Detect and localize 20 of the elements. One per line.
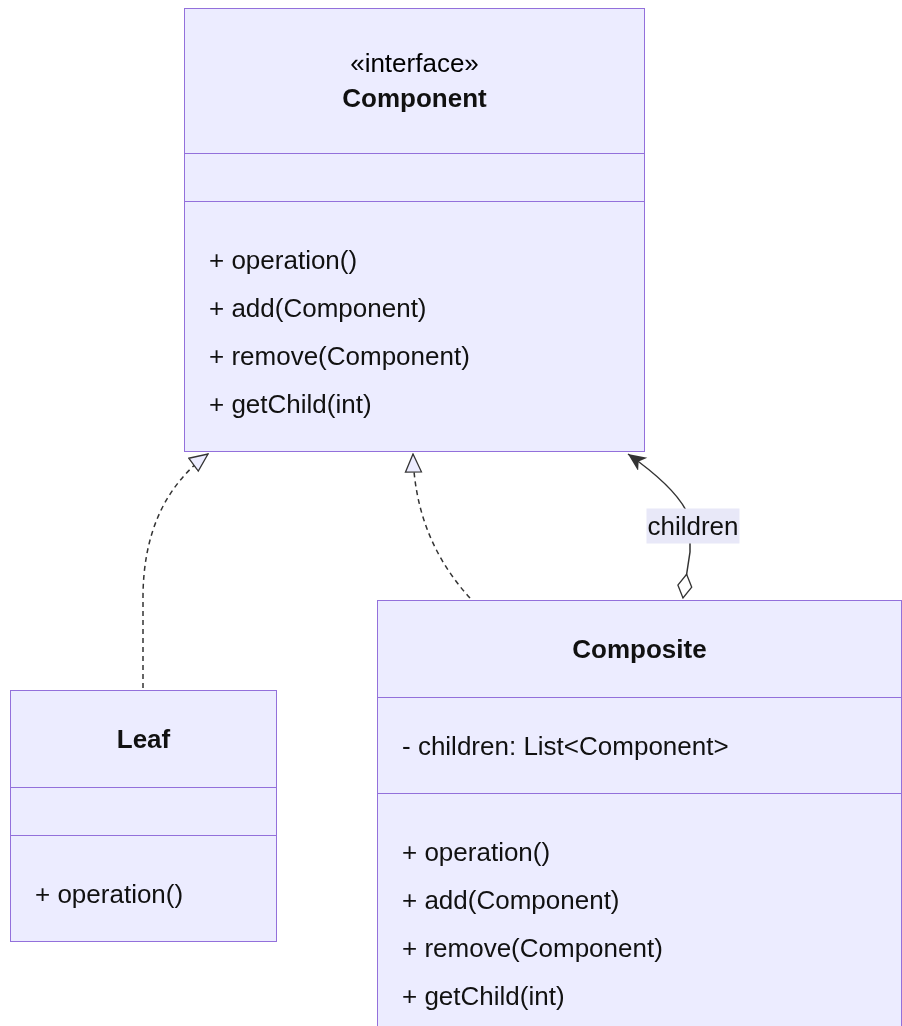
method-text: + getChild(int)	[402, 980, 565, 1012]
class-box	[10, 690, 277, 942]
stereotype-text: «interface»	[350, 48, 479, 79]
method-text: + add(Component)	[402, 884, 620, 916]
realization-arrow	[405, 453, 471, 599]
class-name: Composite	[572, 633, 707, 665]
method-text: + operation()	[209, 244, 358, 276]
method-text: + operation()	[402, 836, 551, 868]
method-text: + getChild(int)	[209, 388, 372, 420]
method-text: + remove(Component)	[209, 340, 470, 372]
edge-label: children	[646, 508, 740, 544]
attribute-text: - children: List<Component>	[402, 729, 729, 762]
class-name: Leaf	[116, 723, 171, 755]
realization-arrow	[142, 453, 209, 689]
method-text: + operation()	[35, 878, 184, 910]
class-box	[377, 600, 902, 1026]
class-box	[184, 8, 645, 452]
class-name: Component	[342, 83, 487, 114]
method-text: + add(Component)	[209, 292, 427, 324]
method-text: + remove(Component)	[402, 932, 663, 964]
